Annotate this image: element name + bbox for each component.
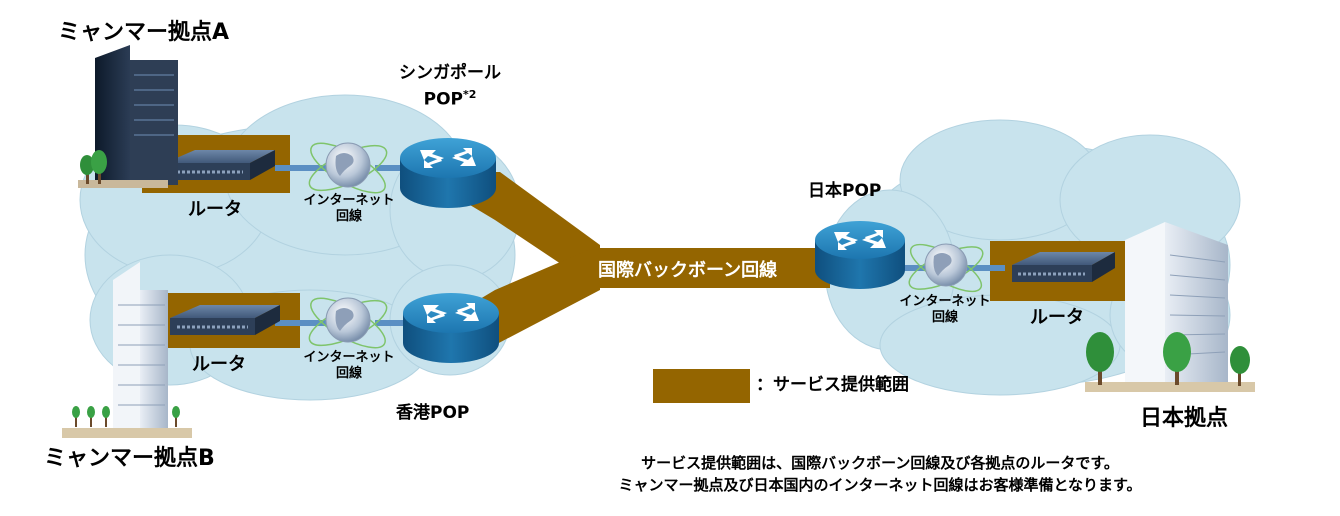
router-label-japan: ルータ [1030, 307, 1084, 328]
router-cylinder-icon [400, 138, 496, 208]
tree-icon [80, 150, 107, 184]
tree-icon [72, 406, 180, 427]
backbone-label: 国際バックボーン回線 [598, 260, 778, 281]
internet-label-line2: 回線 [931, 310, 958, 325]
site-label-myanmar-b: ミャンマー拠点B [44, 446, 215, 471]
site-label-japan: 日本拠点 [1140, 406, 1229, 431]
footnote-text: サービス提供範囲は、国際バックボーン回線及び各拠点のルータです。 ミャンマー拠点… [520, 452, 1240, 496]
pop-label-singapore-name: シンガポール [399, 63, 501, 83]
router-cylinder-icon [403, 293, 499, 363]
backbone-bands [470, 172, 830, 345]
internet-label-line2: 回線 [335, 209, 362, 224]
internet-label-myanmar-a: インターネット 回線 [298, 193, 400, 225]
router-label-myanmar-a: ルータ [188, 199, 242, 220]
building-icon [78, 45, 178, 188]
globe-icon [308, 297, 388, 349]
footnote-line1: サービス提供範囲は、国際バックボーン回線及び各拠点のルータです。 [641, 454, 1119, 472]
footnote-line2: ミャンマー拠点及び日本国内のインターネット回線はお客様準備となります。 [618, 476, 1142, 494]
pop-label-japan: 日本POP [808, 181, 882, 201]
building-icon [1085, 222, 1255, 392]
internet-label-line1: インターネット [303, 350, 395, 365]
pop-label-singapore-pop: POP*2 [423, 88, 477, 110]
router-box-icon [170, 305, 280, 335]
globe-icon [908, 243, 984, 293]
tree-icon [1086, 332, 1250, 386]
legend-swatch [653, 369, 750, 403]
building-icon [62, 262, 192, 438]
internet-label-japan: インターネット 回線 [893, 294, 997, 326]
router-label-myanmar-b: ルータ [192, 354, 246, 375]
legend-label: ：サービス提供範囲 [756, 375, 909, 395]
globe-icon [308, 142, 388, 194]
internet-label-line1: インターネット [899, 294, 991, 309]
footnote-marker: *2 [462, 88, 477, 101]
internet-label-line1: インターネット [303, 193, 395, 208]
router-cylinder-icon [815, 221, 905, 289]
pop-label-hongkong: 香港POP [396, 403, 470, 423]
site-label-myanmar-a: ミャンマー拠点A [58, 20, 230, 45]
pop-label-singapore: シンガポール POP*2 [385, 62, 515, 111]
router-box-icon [1012, 252, 1115, 282]
internet-label-myanmar-b: インターネット 回線 [298, 350, 400, 382]
internet-label-line2: 回線 [335, 366, 362, 381]
router-box-icon [165, 150, 275, 180]
